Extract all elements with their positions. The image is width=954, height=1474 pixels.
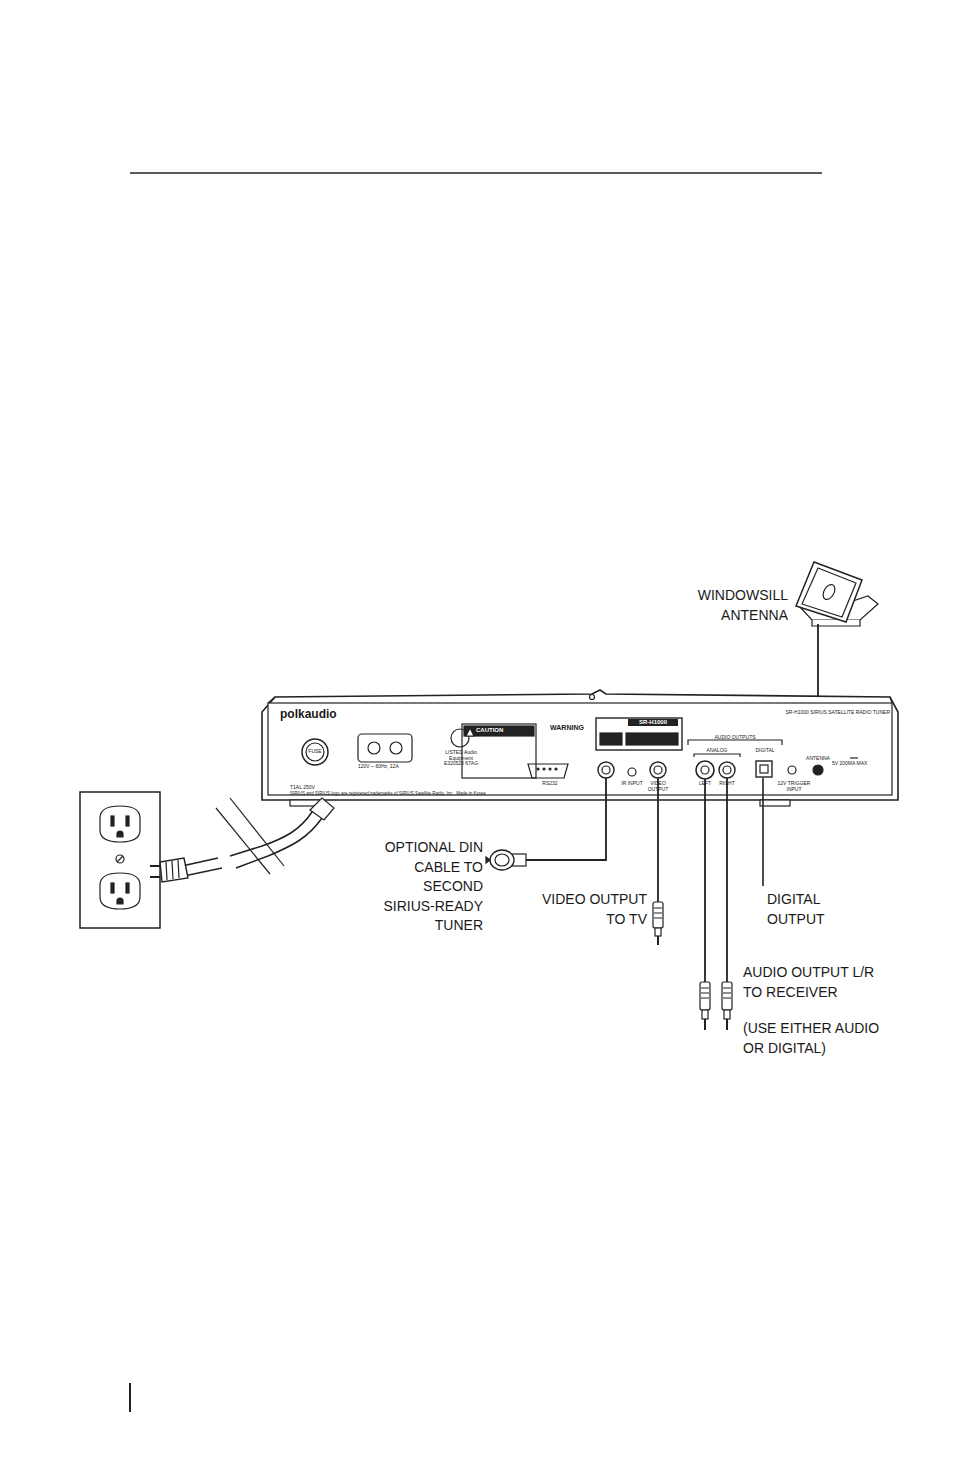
panel-text: FUSE [303, 749, 327, 755]
panel-text: WARNING [540, 724, 594, 732]
panel-text: VIDEO OUTPUT [644, 781, 672, 792]
panel-text: T1AL 250V [290, 785, 340, 791]
panel-text: CAUTION [476, 727, 526, 734]
tuner-rear-panel [262, 690, 898, 806]
header-rule [130, 172, 822, 173]
callout-label: AUDIO OUTPUT L/R TO RECEIVER [743, 963, 895, 1002]
digital-leader [762, 778, 764, 886]
video-cable [653, 778, 663, 945]
panel-text: AUDIO OUTPUTS [710, 735, 760, 741]
panel-text: 120V ~ 60Hz, 12A [358, 764, 418, 770]
power-cord [150, 798, 334, 882]
margin-mark [129, 1383, 131, 1412]
panel-text: SR-H1000 [628, 719, 678, 726]
windowsill-antenna [796, 562, 878, 626]
panel-text: SIRIUS and SIRIUS logo are registered tr… [290, 792, 540, 797]
panel-text: LEFT [693, 781, 717, 787]
wall-outlet [80, 792, 160, 928]
panel-text: DIGITAL [750, 748, 780, 754]
panel-text: RIGHT [715, 781, 739, 787]
audio-cables [700, 778, 732, 1030]
panel-text: ANALOG [697, 748, 737, 754]
callout-label: VIDEO OUTPUT TO TV [539, 890, 647, 929]
panel-text: LISTED Audio Equipment E320520 67AG [440, 750, 482, 767]
callout-label: WINDOWSILL ANTENNA [688, 586, 788, 625]
panel-text: IR INPUT [620, 781, 644, 787]
panel-text: ANTENNA [804, 756, 832, 762]
panel-text: 5V 200MA MAX [832, 761, 876, 767]
panel-text: 12V TRIGGER INPUT [776, 781, 812, 792]
callout-note: (USE EITHER AUDIO OR DIGITAL) [743, 1019, 901, 1058]
panel-text: RS232 [532, 781, 568, 787]
callout-label: DIGITAL OUTPUT [767, 890, 841, 929]
callout-label: OPTIONAL DIN CABLE TO SECOND SIRIUS-READ… [379, 838, 483, 936]
brand-logo: polkaudio [280, 706, 360, 723]
din-cable [486, 778, 606, 870]
panel-text: SR-H1000 SIRIUS SATELLITE RADIO TUNER [760, 710, 890, 716]
